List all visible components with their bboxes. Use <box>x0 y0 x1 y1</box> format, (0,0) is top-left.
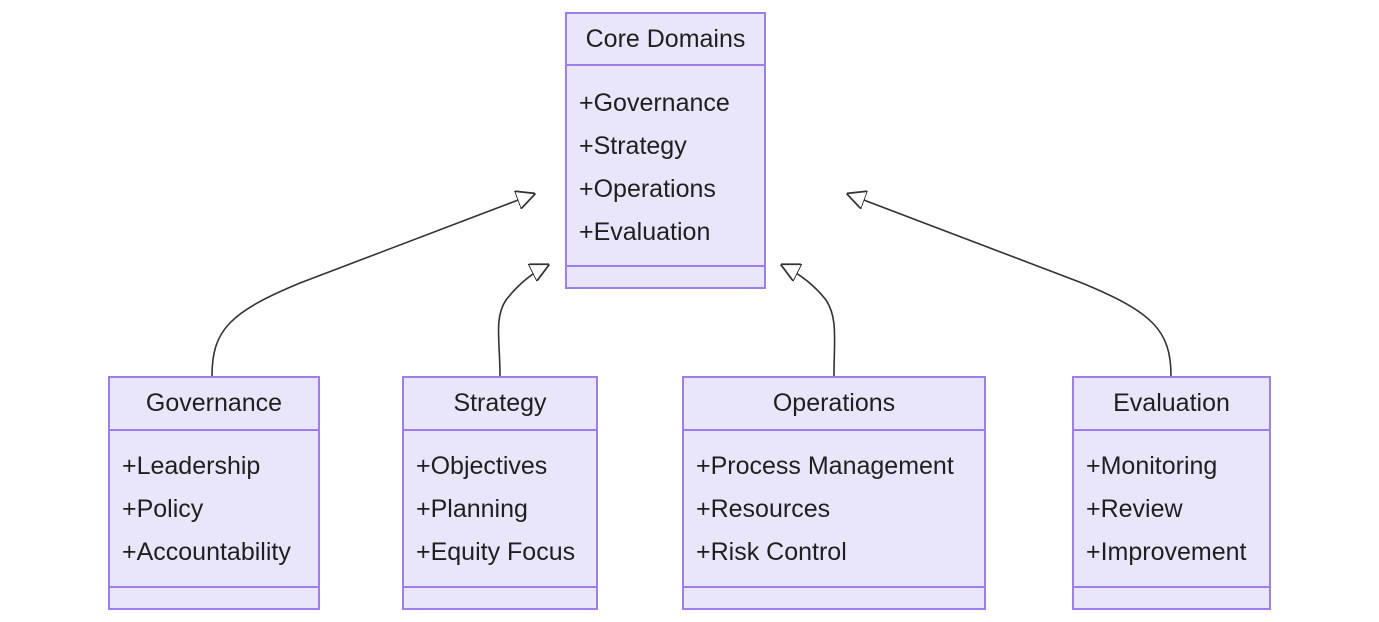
attribute-item: +Risk Control <box>696 538 847 566</box>
attributes-compartment-governance: +Leadership +Policy +Accountability <box>110 431 318 588</box>
attribute-item: +Leadership <box>122 452 261 480</box>
edge-operations-to-core-domains <box>782 265 836 377</box>
methods-compartment-strategy <box>404 588 596 608</box>
class-name-operations: Operations <box>684 378 984 431</box>
uml-class-operations[interactable]: Operations +Process Management +Resource… <box>682 376 986 610</box>
methods-compartment-governance <box>110 588 318 608</box>
attribute-item: +Equity Focus <box>416 538 576 566</box>
attributes-compartment-operations: +Process Management +Resources +Risk Con… <box>684 431 984 588</box>
methods-compartment-core-domains <box>567 267 764 287</box>
attributes-compartment-evaluation: +Monitoring +Review +Improvement <box>1074 431 1269 588</box>
attribute-item: +Strategy <box>579 132 687 160</box>
attribute-item: +Objectives <box>416 452 548 480</box>
class-name-evaluation: Evaluation <box>1074 378 1269 431</box>
attribute-item: +Monitoring <box>1086 452 1218 480</box>
uml-class-evaluation[interactable]: Evaluation +Monitoring +Review +Improvem… <box>1072 376 1271 610</box>
uml-class-core-domains[interactable]: Core Domains +Governance +Strategy +Oper… <box>565 12 766 289</box>
attributes-compartment-core-domains: +Governance +Strategy +Operations +Evalu… <box>567 66 764 267</box>
methods-compartment-evaluation <box>1074 588 1269 608</box>
attribute-item: +Governance <box>579 89 730 117</box>
methods-compartment-operations <box>684 588 984 608</box>
uml-class-strategy[interactable]: Strategy +Objectives +Planning +Equity F… <box>402 376 598 610</box>
attribute-item: +Review <box>1086 495 1183 523</box>
attribute-item: +Process Management <box>696 452 954 480</box>
attribute-item: +Planning <box>416 495 528 523</box>
class-name-strategy: Strategy <box>404 378 596 431</box>
uml-class-governance[interactable]: Governance +Leadership +Policy +Accounta… <box>108 376 320 610</box>
attribute-item: +Accountability <box>122 538 291 566</box>
attributes-compartment-strategy: +Objectives +Planning +Equity Focus <box>404 431 596 588</box>
edge-strategy-to-core-domains <box>497 265 549 377</box>
edge-evaluation-to-core-domains <box>848 194 1172 377</box>
attribute-item: +Evaluation <box>579 218 711 246</box>
class-name-core-domains: Core Domains <box>567 14 764 66</box>
attribute-item: +Policy <box>122 495 204 523</box>
attribute-item: +Operations <box>579 175 716 203</box>
class-name-governance: Governance <box>110 378 318 431</box>
edge-governance-to-core-domains <box>211 194 534 377</box>
attribute-item: +Improvement <box>1086 538 1247 566</box>
attribute-item: +Resources <box>696 495 831 523</box>
